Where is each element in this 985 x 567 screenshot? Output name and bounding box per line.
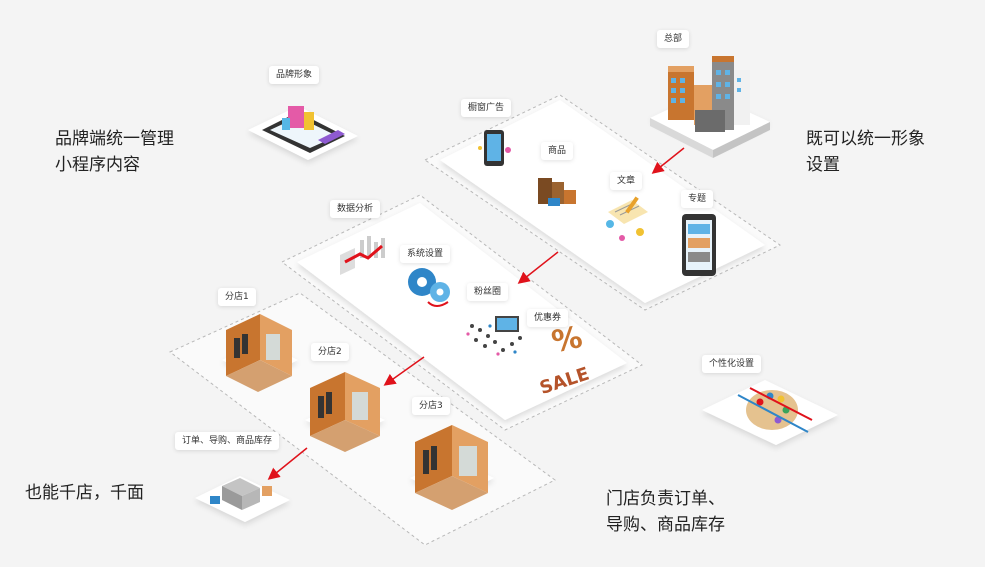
caption-unified: 既可以统一形象 设置 bbox=[806, 126, 925, 178]
label-personalization: 个性化设置 bbox=[702, 355, 762, 373]
branch2-shop-icon bbox=[305, 372, 385, 452]
arrow-branch-to-warehouse bbox=[267, 447, 308, 480]
warehouse-icon bbox=[195, 476, 290, 522]
brand-image-icon bbox=[248, 106, 358, 160]
products-icon bbox=[538, 178, 576, 206]
label-system-settings: 系统设置 bbox=[400, 245, 451, 263]
window-ads-icon bbox=[478, 130, 511, 166]
label-products: 商品 bbox=[541, 142, 574, 160]
arrow-marketing-to-branches bbox=[383, 356, 425, 386]
hq-building-icon bbox=[650, 56, 770, 158]
caption-brand-line2: 小程序内容 bbox=[55, 155, 140, 175]
articles-icon bbox=[606, 196, 648, 241]
label-data-analysis: 数据分析 bbox=[330, 200, 381, 218]
arrow-content-to-marketing bbox=[517, 251, 559, 284]
caption-unified-line2: 设置 bbox=[806, 155, 840, 175]
label-branch1: 分店1 bbox=[218, 288, 256, 306]
label-coupons: 优惠券 bbox=[527, 309, 569, 327]
branch3-shop-icon bbox=[410, 425, 494, 510]
caption-stores: 也能千店，千面 bbox=[25, 480, 144, 506]
caption-store-duty-line1: 门店负责订单、 bbox=[606, 489, 725, 509]
fans-icon bbox=[466, 316, 522, 356]
caption-stores-line1: 也能千店，千面 bbox=[25, 483, 144, 503]
label-branch3: 分店3 bbox=[412, 397, 450, 415]
arrow-hq-to-content bbox=[651, 147, 685, 174]
caption-store-duty: 门店负责订单、 导购、商品库存 bbox=[606, 486, 725, 538]
label-articles: 文章 bbox=[610, 172, 643, 190]
caption-store-duty-line2: 导购、商品库存 bbox=[606, 515, 725, 535]
caption-brand: 品牌端统一管理 小程序内容 bbox=[55, 126, 174, 178]
personalization-palette-icon bbox=[702, 380, 838, 445]
label-branch2: 分店2 bbox=[311, 343, 349, 361]
system-settings-icon bbox=[408, 268, 450, 307]
flow-arrows bbox=[267, 147, 685, 480]
caption-brand-line1: 品牌端统一管理 bbox=[55, 129, 174, 149]
topics-icon bbox=[682, 214, 716, 276]
label-fans: 粉丝圈 bbox=[467, 283, 509, 301]
label-brand-image: 品牌形象 bbox=[269, 66, 320, 84]
caption-unified-line1: 既可以统一形象 bbox=[806, 129, 925, 149]
label-order-guide-stock: 订单、导购、商品库存 bbox=[175, 432, 280, 450]
label-topics: 专题 bbox=[681, 190, 714, 208]
branch1-shop-icon bbox=[222, 314, 298, 392]
label-hq: 总部 bbox=[657, 30, 690, 48]
label-window-ads: 橱窗广告 bbox=[461, 99, 512, 117]
data-analysis-icon bbox=[340, 236, 385, 275]
